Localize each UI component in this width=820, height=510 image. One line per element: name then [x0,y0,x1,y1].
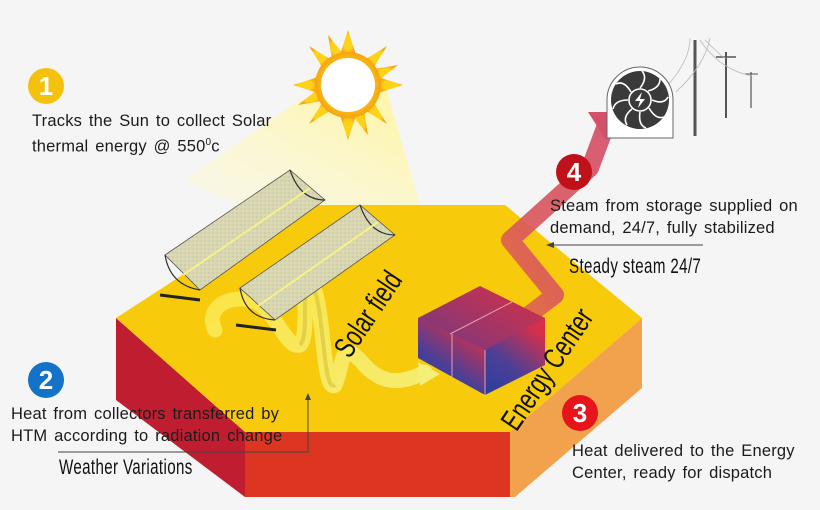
power-line-poles-icon [667,37,758,136]
htm-arrowhead [418,362,440,386]
collector-row-1 [159,169,326,302]
energy-center-block [418,286,545,395]
step-4-line1: Steam from storage supplied on [550,197,798,215]
step-1-text: Tracks the Sun to collect Solar thermal … [32,110,271,158]
platform-front-face [245,432,510,497]
collector-row-2 [235,204,396,332]
sun-icon [293,30,403,140]
step-4-badge: 4 [556,154,592,190]
step-3-line1: Heat delivered to the Energy [572,442,795,460]
step-4-line2: demand, 24/7, fully stabilized [550,219,775,237]
steady-steam-tag: Steady steam 24/7 [569,255,702,278]
weather-variations-tag: Weather Variations [59,456,193,479]
step-3-text: Heat delivered to the Energy Center, rea… [572,440,795,484]
step-1-line2: thermal energy @ 5500c [32,137,220,156]
leader-line-2 [58,398,309,453]
step-3-line2: Center, ready for dispatch [572,464,773,482]
step-3-badge: 3 [562,395,598,431]
step-1-badge: 1 [28,68,64,104]
step-2-badge: 2 [28,362,64,398]
step-2-line2: HTM according to radiation change [11,427,283,445]
turbine-lightning-icon [606,66,674,139]
step-4-text: Steam from storage supplied on demand, 2… [550,195,798,239]
step-2-text: Heat from collectors transferred by HTM … [11,403,282,447]
step-2-line1: Heat from collectors transferred by [11,405,280,423]
step-1-line1: Tracks the Sun to collect Solar [32,112,272,130]
